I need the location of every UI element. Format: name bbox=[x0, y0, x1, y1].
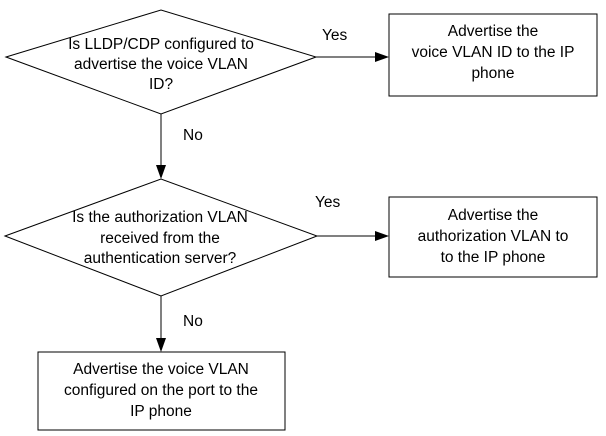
decision-lldp-cdp-line-3: ID? bbox=[149, 76, 174, 93]
process-advertise-voice-vlan-port-line-1: Advertise the voice VLAN bbox=[73, 361, 249, 378]
edge-d2-no-label: No bbox=[183, 313, 203, 330]
edge-d2-yes-label: Yes bbox=[315, 194, 341, 211]
process-advertise-voice-vlan-id-line-2: voice VLAN ID to the IP bbox=[412, 44, 575, 61]
process-advertise-voice-vlan-id-box bbox=[388, 13, 598, 97]
decision-authorization-vlan-line-2: received from the bbox=[100, 230, 220, 247]
edge-d1-yes-arrowhead bbox=[375, 52, 389, 62]
process-advertise-authorization-vlan-box bbox=[388, 196, 598, 278]
edge-d1-yes-label: Yes bbox=[322, 27, 348, 44]
edge-d2-no-arrowhead bbox=[156, 338, 166, 352]
decision-authorization-vlan-line-1: Is the authorization VLAN bbox=[72, 209, 248, 226]
edge-d1-no-arrowhead bbox=[156, 165, 166, 179]
process-advertise-authorization-vlan-line-3: to the IP phone bbox=[441, 249, 546, 266]
decision-lldp-cdp-line-2: advertise the voice VLAN bbox=[74, 56, 248, 73]
process-advertise-voice-vlan-port-line-3: IP phone bbox=[130, 403, 192, 420]
process-advertise-voice-vlan-port-box bbox=[37, 351, 286, 431]
decision-lldp-cdp-line-1: Is LLDP/CDP configured to bbox=[68, 36, 254, 53]
edge-d2-yes-arrowhead bbox=[375, 231, 389, 241]
decision-authorization-vlan-line-3: authentication server? bbox=[84, 250, 237, 267]
process-advertise-authorization-vlan-line-2: authorization VLAN to bbox=[418, 228, 569, 245]
process-advertise-voice-vlan-id-line-1: Advertise the bbox=[448, 23, 538, 40]
process-advertise-voice-vlan-port-line-2: configured on the port to the bbox=[64, 382, 258, 399]
process-advertise-voice-vlan-id-line-3: phone bbox=[471, 65, 514, 82]
edge-d1-no-label: No bbox=[183, 127, 203, 144]
process-advertise-authorization-vlan-line-1: Advertise the bbox=[448, 207, 538, 224]
